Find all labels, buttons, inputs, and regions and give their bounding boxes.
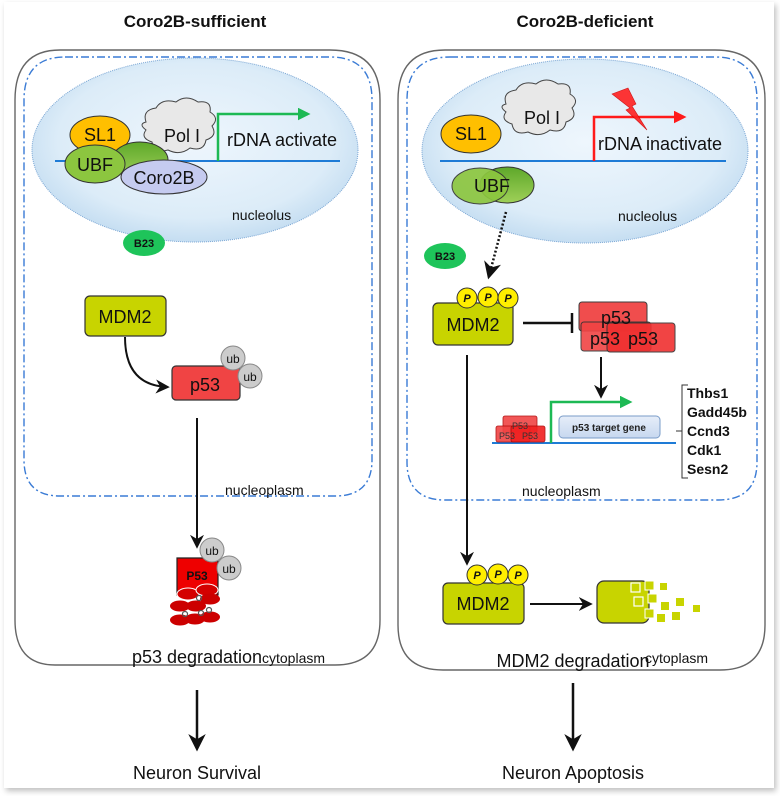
ubf-to-mdm2-dotted-arrow bbox=[484, 211, 508, 280]
cell-membrane-left bbox=[14, 49, 381, 666]
target-gene-item: Gadd45b bbox=[687, 404, 747, 420]
panel-title-right: Coro2B-deficient bbox=[517, 12, 654, 31]
mdm2-label-right: MDM2 bbox=[447, 315, 500, 335]
panel-right: Coro2B-deficient rDNA inactivate Pol I S… bbox=[397, 12, 766, 783]
nucleolus-label-right: nucleolus bbox=[618, 208, 677, 224]
p53-stack-label: p53 bbox=[628, 329, 658, 349]
phospho-label: P bbox=[494, 569, 502, 581]
mdm2-degrading bbox=[596, 580, 700, 624]
p53-box-left: p53 bbox=[171, 365, 241, 401]
ub-label: ub bbox=[205, 544, 219, 558]
b23-label-right: B23 bbox=[435, 251, 455, 263]
p53-promoter-label: P53 bbox=[512, 421, 528, 431]
coro2b-protein: Coro2B bbox=[120, 159, 208, 195]
neuron-survival-label: Neuron Survival bbox=[133, 763, 261, 783]
target-gene-label: p53 target gene bbox=[572, 423, 646, 434]
phosphate-group: P bbox=[507, 564, 529, 586]
nucleus-envelope-left bbox=[23, 56, 373, 497]
b23-protein-left: B23 bbox=[123, 230, 165, 256]
cell-membrane-right bbox=[397, 49, 766, 671]
phospho-label: P bbox=[463, 293, 471, 305]
ub-label: ub bbox=[226, 352, 240, 366]
ubf-label-left: UBF bbox=[77, 155, 113, 175]
p53-stack-label: p53 bbox=[601, 308, 631, 328]
lightning-bolt-icon bbox=[611, 87, 648, 131]
phospho-label: P bbox=[484, 292, 492, 304]
sl1-label-right: SL1 bbox=[455, 124, 487, 144]
p53-degraded-label: P53 bbox=[186, 569, 208, 583]
phosphate-group: P bbox=[456, 287, 478, 309]
p53-stack-label: p53 bbox=[590, 329, 620, 349]
p53-degraded: P53 bbox=[170, 557, 220, 626]
b23-protein-right: B23 bbox=[424, 243, 466, 269]
pol1-label-right: Pol I bbox=[524, 108, 560, 128]
target-gene-item: Cdk1 bbox=[687, 442, 721, 458]
phosphate-group: P bbox=[497, 287, 519, 309]
target-gene-item: Ccnd3 bbox=[687, 423, 730, 439]
sl1-label-left: SL1 bbox=[84, 125, 116, 145]
rdna-activate-label: rDNA activate bbox=[227, 130, 337, 150]
ubiquitin-2-left: ub bbox=[237, 363, 263, 389]
target-gene-item: Sesn2 bbox=[687, 461, 728, 477]
phosphate-group: P bbox=[477, 286, 499, 308]
cytoplasm-label-right: cytoplasm bbox=[645, 650, 708, 666]
p53-target-gene-box: p53 target gene bbox=[558, 415, 661, 439]
p53-promoter-label: P53 bbox=[499, 431, 515, 441]
mdm2-phospho-nucleus: MDM2 P P P bbox=[432, 286, 519, 346]
sl1-protein-left: SL1 bbox=[69, 115, 131, 155]
b23-label-left: B23 bbox=[134, 238, 154, 250]
nucleolus-label-left: nucleolus bbox=[232, 207, 291, 223]
pol1-label-left: Pol I bbox=[164, 126, 200, 146]
phosphate-group: P bbox=[487, 563, 509, 585]
target-gene-active-arrow bbox=[549, 395, 633, 443]
p53-promoter-bound: P53 P53 P53 bbox=[495, 415, 546, 443]
nucleolus-left bbox=[31, 57, 359, 243]
ubiquitin-4-left: ub bbox=[216, 555, 242, 581]
mdm2-box-left: MDM2 bbox=[84, 295, 167, 337]
phospho-label: P bbox=[514, 570, 522, 582]
target-gene-item: Thbs1 bbox=[687, 385, 728, 401]
nucleoplasm-label-right: nucleoplasm bbox=[522, 483, 601, 499]
mdm2-ubiquitinate-arrow bbox=[124, 336, 170, 394]
target-gene-list: Thbs1 Gadd45b Ccnd3 Cdk1 Sesn2 bbox=[687, 385, 747, 477]
nucleus-envelope-right bbox=[406, 56, 758, 501]
coro2b-label: Coro2B bbox=[133, 168, 194, 188]
p53-promoter-label: P53 bbox=[522, 431, 538, 441]
ubf-label-right: UBF bbox=[474, 176, 510, 196]
phospho-label: P bbox=[504, 293, 512, 305]
p53-degradation-label: p53 degradation bbox=[132, 647, 262, 667]
mdm2-phospho-cytoplasm: MDM2 P P P bbox=[442, 563, 529, 625]
pol1-cloud-left: Pol I bbox=[141, 97, 216, 154]
cytoplasm-label-left: cytoplasm bbox=[262, 650, 325, 666]
panel-left: Coro2B-sufficient rDNA activate Pol I SL… bbox=[14, 12, 381, 783]
rdna-inactive-arrow bbox=[592, 110, 687, 161]
panel-title-left: Coro2B-sufficient bbox=[124, 12, 267, 31]
p53-label-left: p53 bbox=[190, 375, 220, 395]
phospho-label: P bbox=[473, 570, 481, 582]
rdna-inactivate-label: rDNA inactivate bbox=[598, 134, 722, 154]
ubiquitin-1-left: ub bbox=[220, 345, 246, 371]
nucleoplasm-label-left: nucleoplasm bbox=[225, 482, 304, 498]
ub-label: ub bbox=[222, 562, 236, 576]
mdm2-cyto-label: MDM2 bbox=[457, 594, 510, 614]
phosphate-group: P bbox=[466, 564, 488, 586]
ubiquitin-3-left: ub bbox=[199, 537, 225, 563]
ub-label: ub bbox=[243, 370, 257, 384]
rdna-active-arrow bbox=[216, 107, 311, 161]
sl1-protein-right: SL1 bbox=[440, 114, 502, 154]
p53-stack-stabilized: p53 p53 p53 bbox=[578, 301, 676, 353]
mdm2-degradation-label: MDM2 degradation bbox=[496, 651, 649, 671]
mdm2-label-left: MDM2 bbox=[99, 307, 152, 327]
ubf-protein-right: UBF bbox=[451, 166, 535, 205]
neuron-apoptosis-label: Neuron Apoptosis bbox=[502, 763, 644, 783]
pol1-cloud-right: Pol I bbox=[501, 79, 576, 136]
target-gene-bracket bbox=[676, 384, 688, 479]
